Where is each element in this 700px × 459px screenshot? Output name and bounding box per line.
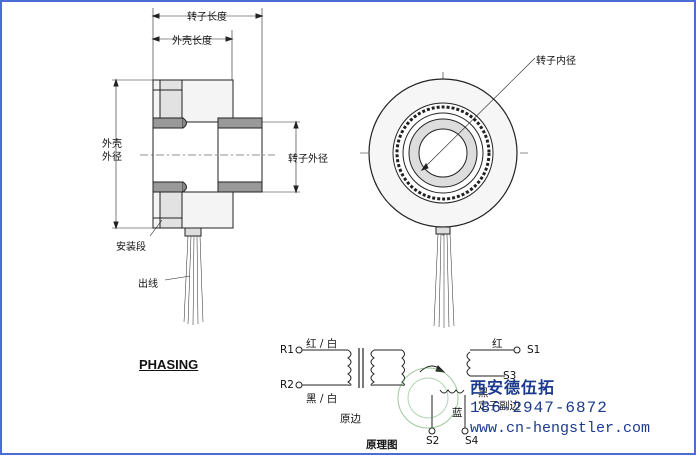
side-view [112, 8, 300, 326]
housing-od-label-1: 外壳 [102, 139, 122, 150]
phasing-title: PHASING [139, 357, 199, 372]
primary-label: 原边 [340, 413, 361, 425]
s4-terminal: S4 [465, 435, 479, 447]
secondary-label: 定子副边 [478, 400, 520, 412]
housing-od-label-2: 外径 [102, 152, 122, 163]
black-white-label: 黑 / 白 [306, 393, 338, 405]
watermark-company: 西安德伍拓 [470, 378, 556, 397]
red-white-label: 红 / 白 [306, 338, 338, 350]
blue-label: 蓝 [452, 407, 463, 419]
housing-length-label: 外壳长度 [172, 36, 212, 47]
rotor-length-label: 转子长度 [187, 12, 227, 23]
r2-terminal: R2 [280, 379, 294, 391]
s2-terminal: S2 [426, 435, 440, 447]
schematic-title: 原理图 [366, 439, 398, 451]
black-label: 黑 [478, 387, 489, 399]
mounting-section-label: 安装段 [116, 242, 146, 253]
front-view [360, 57, 536, 328]
rotor-od-label: 转子外径 [288, 154, 328, 165]
red-label: 红 [492, 338, 503, 350]
phasing-schematic [295, 346, 521, 435]
watermark-phone: 186-2947-6872 [470, 399, 608, 417]
r1-terminal: R1 [280, 344, 294, 356]
s1-terminal: S1 [527, 344, 541, 356]
watermark-logo [397, 367, 459, 429]
watermark-url: www.cn-hengstler.com [470, 420, 651, 437]
s3-terminal: S3 [503, 370, 517, 382]
lead-wires-label: 出线 [138, 279, 158, 290]
rotor-id-label: 转子内径 [536, 56, 576, 67]
